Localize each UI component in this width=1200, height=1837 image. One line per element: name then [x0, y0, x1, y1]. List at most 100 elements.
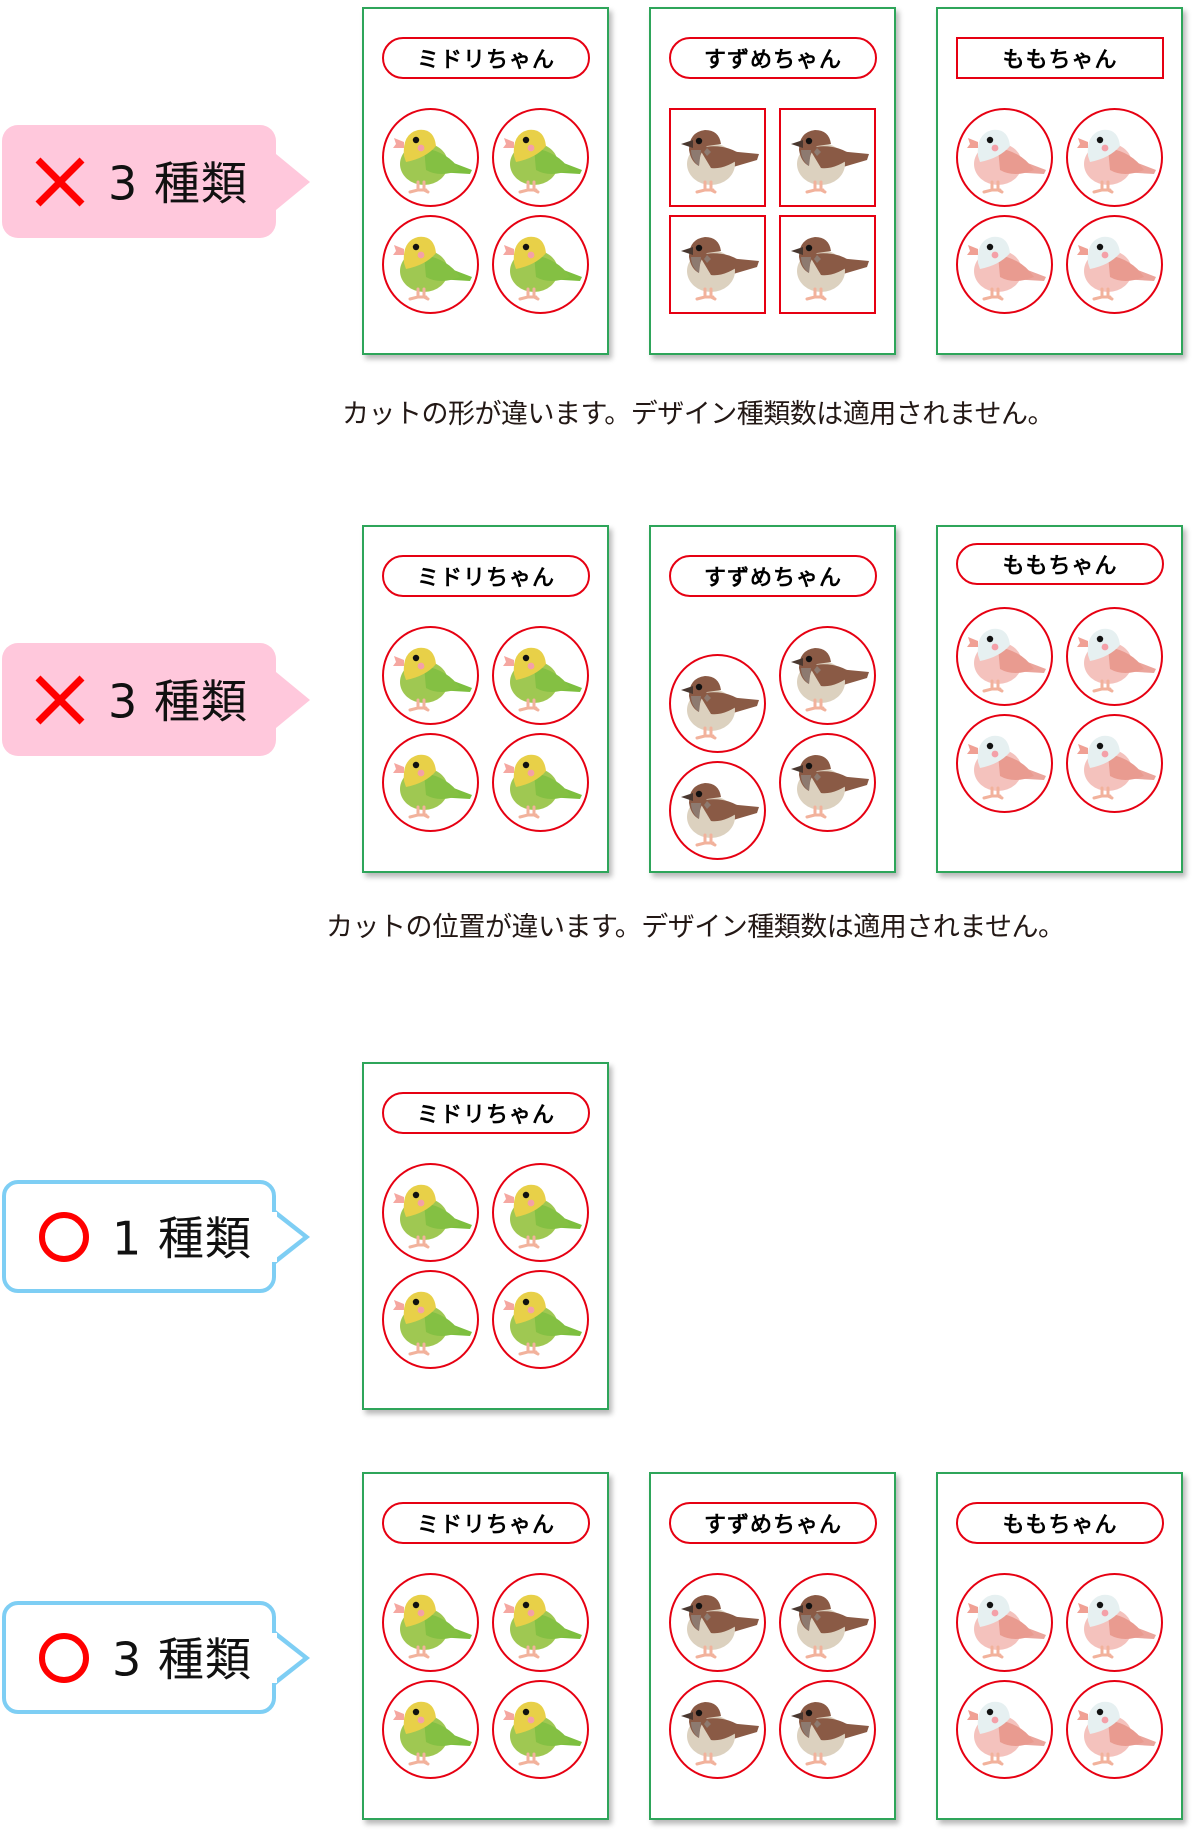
sparrow-icon: [677, 227, 761, 303]
name-label: ミドリちゃん: [382, 1502, 590, 1544]
pink-bird-icon: [964, 726, 1048, 802]
design-count-label: 1 種類: [112, 1211, 252, 1266]
name-label: ももちゃん: [956, 543, 1164, 585]
circle-cut: [492, 1163, 589, 1262]
ok-bubble-three-designs: 3 種類: [2, 1601, 310, 1714]
green-bird-icon: [390, 227, 474, 303]
ok-bubble-one-design: 1 種類: [2, 1180, 310, 1293]
green-bird-icon: [390, 1175, 474, 1251]
circle-cut: [956, 714, 1053, 813]
circle-cut: [382, 1163, 479, 1262]
circle-cut: [382, 108, 479, 207]
design-count-label: 3 種類: [112, 1632, 252, 1687]
square-cut: [669, 215, 766, 314]
circle-cut: [382, 1573, 479, 1672]
name-label: すずめちゃん: [669, 1502, 877, 1544]
sticker-sheet-momo: ももちゃん: [936, 525, 1183, 873]
name-label: ももちゃん: [956, 37, 1164, 79]
pink-bird-icon: [1074, 227, 1158, 303]
cross-icon: [35, 675, 85, 724]
circle-cut: [492, 1270, 589, 1369]
bubble-tail: [276, 671, 310, 728]
sparrow-icon: [787, 120, 871, 196]
sparrow-icon: [677, 773, 761, 849]
circle-cut: [382, 1680, 479, 1779]
circle-cut: [956, 607, 1053, 706]
green-bird-icon: [500, 120, 584, 196]
bubble-tail-mask: [269, 1211, 277, 1262]
pink-bird-icon: [964, 227, 1048, 303]
square-cut: [779, 215, 876, 314]
sticker-sheet-midori: ミドリちゃん: [362, 1062, 609, 1410]
circle-cut: [1066, 714, 1163, 813]
circle-cut: [956, 1573, 1053, 1672]
name-label: ミドリちゃん: [382, 1092, 590, 1134]
name-label: ミドリちゃん: [382, 555, 590, 597]
pink-bird-icon: [1074, 1692, 1158, 1768]
name-label: すずめちゃん: [669, 37, 877, 79]
sparrow-icon: [787, 227, 871, 303]
green-bird-icon: [390, 1692, 474, 1768]
bubble-tail: [276, 153, 310, 210]
circle-cut: [1066, 1680, 1163, 1779]
green-bird-icon: [500, 1175, 584, 1251]
green-bird-icon: [500, 227, 584, 303]
circle-cut: [669, 761, 766, 860]
square-cut: [779, 108, 876, 207]
sticker-sheet-momo: ももちゃん: [936, 7, 1183, 355]
green-bird-icon: [500, 1585, 584, 1661]
circle-cut: [492, 108, 589, 207]
circle-cut: [492, 733, 589, 832]
sticker-sheet-suzume: すずめちゃん: [649, 525, 896, 873]
circle-cut: [382, 626, 479, 725]
pink-bird-icon: [1074, 1585, 1158, 1661]
sparrow-icon: [787, 745, 871, 821]
square-cut: [669, 108, 766, 207]
sticker-sheet-midori: ミドリちゃん: [362, 7, 609, 355]
circle-cut: [1066, 108, 1163, 207]
sticker-sheet-suzume: すずめちゃん: [649, 1472, 896, 1820]
name-label: ももちゃん: [956, 1502, 1164, 1544]
circle-cut: [382, 733, 479, 832]
circle-cut: [492, 215, 589, 314]
pink-bird-icon: [964, 619, 1048, 695]
sparrow-icon: [787, 1585, 871, 1661]
green-bird-icon: [390, 1585, 474, 1661]
green-bird-icon: [390, 1282, 474, 1358]
sparrow-icon: [677, 1692, 761, 1768]
green-bird-icon: [500, 638, 584, 714]
circle-cut: [779, 1680, 876, 1779]
circle-cut: [492, 1680, 589, 1779]
sticker-sheet-suzume: すずめちゃん: [649, 7, 896, 355]
green-bird-icon: [500, 1282, 584, 1358]
green-bird-icon: [500, 1692, 584, 1768]
sparrow-icon: [677, 120, 761, 196]
sparrow-icon: [677, 1585, 761, 1661]
sparrow-icon: [787, 638, 871, 714]
green-bird-icon: [390, 638, 474, 714]
green-bird-icon: [390, 745, 474, 821]
circle-cut: [956, 108, 1053, 207]
green-bird-icon: [500, 745, 584, 821]
explanation-caption: カットの位置が違います。デザイン種類数は適用されません。: [326, 912, 1065, 943]
circle-cut: [669, 654, 766, 753]
circle-cut: [492, 1573, 589, 1672]
bubble-tail-mask: [269, 1632, 277, 1683]
circle-cut: [1066, 607, 1163, 706]
circle-cut: [669, 1573, 766, 1672]
circle-cut: [779, 1573, 876, 1672]
circle-cut: [779, 626, 876, 725]
circle-icon: [39, 1632, 89, 1683]
pink-bird-icon: [964, 1692, 1048, 1768]
circle-cut: [956, 1680, 1053, 1779]
pink-bird-icon: [1074, 120, 1158, 196]
pink-bird-icon: [1074, 619, 1158, 695]
pink-bird-icon: [1074, 726, 1158, 802]
circle-icon: [39, 1211, 89, 1262]
sticker-sheet-momo: ももちゃん: [936, 1472, 1183, 1820]
sparrow-icon: [677, 666, 761, 742]
circle-cut: [956, 215, 1053, 314]
pink-bird-icon: [964, 1585, 1048, 1661]
ng-bubble-shape-diff: 3 種類: [2, 125, 310, 238]
circle-cut: [1066, 1573, 1163, 1672]
